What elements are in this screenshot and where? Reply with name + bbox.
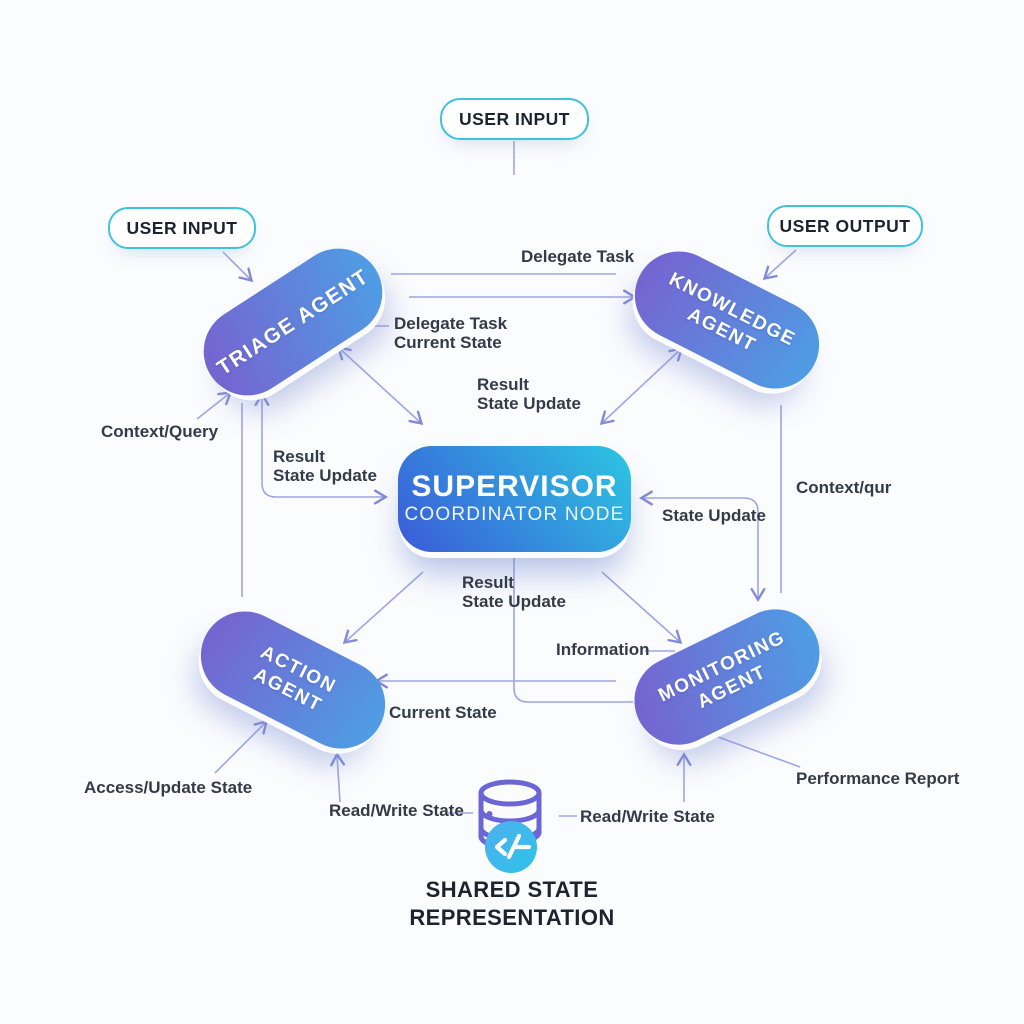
edge-label-context-qur: Context/qur: [796, 478, 892, 497]
supervisor-subtitle: COORDINATOR NODE: [404, 504, 625, 525]
shared-state-caption: SHARED STATE REPRESENTATION: [409, 877, 615, 930]
node-label: ACTION AGENT: [250, 641, 340, 717]
node-supervisor: SUPERVISOR COORDINATOR NODE: [398, 446, 631, 552]
node-user-input-left: USER INPUT: [108, 207, 256, 249]
edge-label-delegate-task-current-state: Delegate Task Current State: [394, 314, 508, 352]
arrow-user-output-to-knowledge: [762, 249, 797, 281]
arrow-access-update-to-action: [214, 719, 269, 774]
supervisor-title: SUPERVISOR: [411, 470, 618, 503]
arrow-triage-supervisor-diagonal: [336, 345, 424, 426]
arrow-supervisor-to-action: [342, 571, 424, 645]
arrow-user-input-to-triage: [222, 251, 254, 283]
edge-label-read-write-state-right: Read/Write State: [580, 807, 715, 826]
node-user-input-top: USER INPUT: [440, 98, 589, 140]
arrow-supervisor-to-monitoring: [601, 571, 683, 645]
arrow-context-query-to-triage: [196, 391, 233, 420]
edge-label-result-state-update-top: Result State Update: [477, 375, 581, 413]
node-label: USER INPUT: [126, 217, 238, 238]
edge-label-context-query: Context/Query: [101, 422, 219, 441]
edge-label-access-update-state: Access/Update State: [84, 778, 253, 797]
edge-label-delegate-task: Delegate Task: [521, 247, 635, 266]
edge-label-current-state: Current State: [389, 703, 497, 722]
database-code-icon: [478, 779, 542, 873]
edge-label-result-state-update-bottom: Result State Update: [462, 573, 566, 611]
edge-label-state-update: State Update: [662, 506, 766, 525]
edge-label-information: Information: [556, 640, 650, 659]
edge-label-read-write-state-left: Read/Write State: [329, 801, 464, 820]
arrow-triage-supervisor-elbow: [254, 391, 389, 505]
node-user-output: USER OUTPUT: [767, 205, 923, 247]
arrow-supervisor-monitoring-elbow: [638, 490, 766, 603]
arrow-sharedstate-to-action: [330, 751, 346, 803]
edge-supervisor-monitoring-elbow-bottom: [513, 554, 633, 703]
edge-label-result-state-update-left: Result State Update: [273, 447, 377, 485]
arrow-knowledge-supervisor-diagonal: [599, 346, 684, 426]
edge-label-performance-report: Performance Report: [796, 769, 960, 788]
node-label: USER INPUT: [459, 108, 570, 129]
node-label: USER OUTPUT: [779, 215, 911, 236]
